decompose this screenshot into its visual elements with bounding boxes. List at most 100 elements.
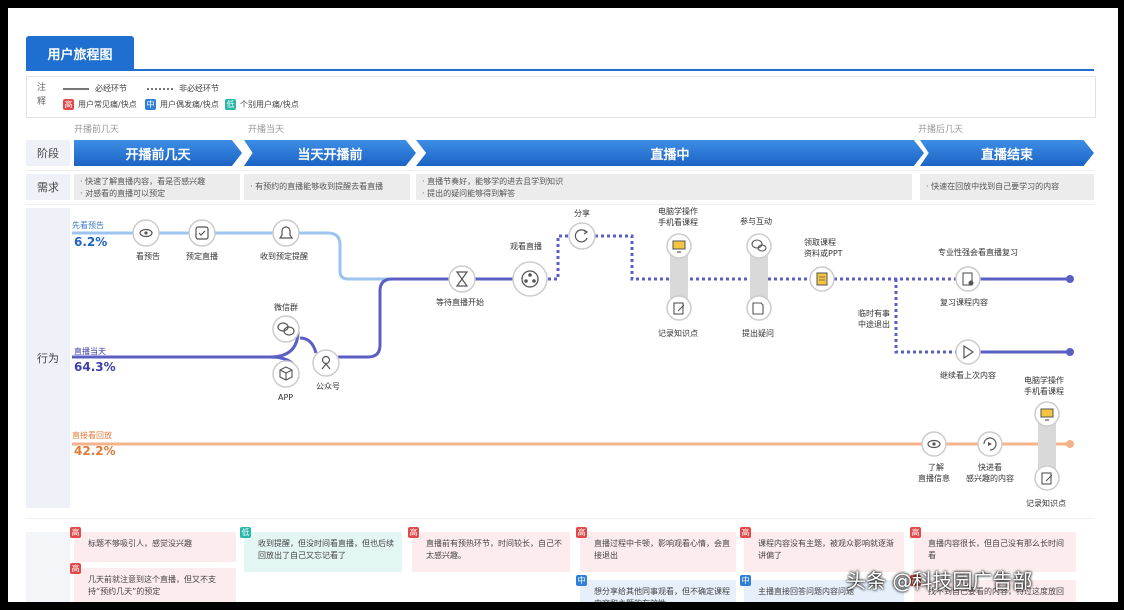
stage-after: 直播结束 xyxy=(920,140,1094,166)
pain-text: 几天前就注意到这个直播，但又不支持“预约几天”的预定 xyxy=(88,575,216,596)
note-edit-icon[interactable] xyxy=(1034,465,1060,491)
legend-badge-mid-label: 用户偶发痛/快点 xyxy=(160,100,219,109)
row-label-stage: 阶段 xyxy=(26,140,70,166)
pain-text: 找不到自己要看的内容，特过这度放回 xyxy=(928,587,1064,596)
row-divider xyxy=(26,518,1094,519)
app-cube-icon[interactable] xyxy=(272,360,300,388)
wechat-icon[interactable] xyxy=(272,315,300,343)
need-text: · 快速在回放中找到自己要学习的内容 xyxy=(926,182,1060,191)
pain-point-card: 低收到提醒，但没时间看直播，但也后续回放出了自己又忘记看了 xyxy=(240,527,402,572)
line-label-liveday: 直播当天 xyxy=(74,346,106,356)
legend: 注释 必经环节 非必经环节 高用户常见痛/快点 中用户偶发痛/快点 低个别用户痛… xyxy=(26,76,1096,118)
timeline-label-day: 开播当天 xyxy=(248,125,285,135)
question-book-icon[interactable] xyxy=(746,295,772,321)
legend-dotted: 非必经环节 xyxy=(147,83,219,94)
share-icon[interactable] xyxy=(568,222,596,250)
line-label-replay: 直接看回放 xyxy=(72,430,112,440)
need-text: · 直播节奏好，能够学的进去且学到知识 xyxy=(422,177,564,186)
node-label: 领取课程 xyxy=(804,237,836,247)
node-label: 手机看课程 xyxy=(1024,386,1064,396)
live-dotted-path xyxy=(530,234,1070,281)
node-label: 中途退出 xyxy=(858,319,890,329)
high-badge-icon: 高 xyxy=(70,527,81,538)
journey-map-canvas: 用户旅程图 注释 必经环节 非必经环节 高用户常见痛/快点 中用户偶发痛/快点 … xyxy=(8,8,1118,602)
row-label-pain xyxy=(26,532,70,602)
node-label: 感兴趣的内容 xyxy=(966,473,1014,483)
high-badge-icon: 高 xyxy=(576,527,587,538)
node-label: 看预告 xyxy=(136,251,160,261)
node-label: 专业性强会看直播复习 xyxy=(938,247,1018,257)
solid-line-swatch xyxy=(63,87,89,90)
timeline-label-after: 开播后几天 xyxy=(918,125,964,135)
node-label: 收到预定提醒 xyxy=(260,251,308,261)
eye-icon[interactable] xyxy=(132,219,160,247)
node-label: 公众号 xyxy=(316,382,340,391)
tab-user-journey[interactable]: 用户旅程图 xyxy=(26,36,134,70)
fast-forward-icon[interactable] xyxy=(977,431,1003,457)
node-label: 参与互动 xyxy=(740,216,772,226)
pain-text: 课程内容没有主题，被观众影响就逐渐讲偏了 xyxy=(758,539,894,560)
need-text: · 对感看的直播可以预定 xyxy=(80,189,166,198)
stage-live: 直播中 xyxy=(416,140,924,166)
node-label: 提出疑问 xyxy=(742,328,774,338)
node-label: 了解 xyxy=(928,462,944,472)
legend-dotted-label: 非必经环节 xyxy=(179,84,219,93)
need-day: · 有预约的直播能够收到提醒去看直播 xyxy=(244,174,410,200)
official-account-icon[interactable] xyxy=(312,349,340,377)
node-label: 电脑学操作 xyxy=(658,206,698,216)
legend-badge-low: 低个别用户痛/快点 xyxy=(225,99,299,110)
line-pct-preview: 6.2% xyxy=(74,235,107,249)
node-label: 资料或PPT xyxy=(804,248,843,258)
high-badge-icon: 高 xyxy=(408,527,419,538)
high-badge-icon: 高 xyxy=(740,527,751,538)
eye-icon[interactable] xyxy=(921,431,947,457)
monitor-icon[interactable] xyxy=(666,233,692,259)
line-label-preview: 先看预告 xyxy=(72,220,104,230)
low-badge-icon: 低 xyxy=(225,99,236,110)
pain-point-card: 高课程内容没有主题，被观众影响就逐渐讲偏了 xyxy=(740,527,904,572)
pain-text: 收到提醒，但没时间看直播，但也后续回放出了自己又忘记看了 xyxy=(258,539,394,560)
pain-point-card: 高直播前有预热环节，时间较长，自己不太感兴趣。 xyxy=(408,527,570,572)
node-label: 临时有事 xyxy=(858,308,890,318)
need-text: · 提出的疑问能够得到解答 xyxy=(422,189,516,198)
node-label: 继续看上次内容 xyxy=(940,370,996,380)
chat-icon[interactable] xyxy=(746,233,772,259)
dotted-line-swatch xyxy=(147,87,173,90)
node-label: 手机看课程 xyxy=(658,217,698,227)
bell-icon[interactable] xyxy=(272,219,300,247)
node-label: 分享 xyxy=(574,208,590,218)
calendar-check-icon[interactable] xyxy=(188,219,216,247)
monitor-icon[interactable] xyxy=(1034,401,1060,427)
need-before: · 快速了解直播内容，看是否感兴趣· 对感看的直播可以预定 xyxy=(74,174,240,200)
pain-point-card: 高标题不够吸引人，感觉没兴趣 xyxy=(70,527,236,562)
review-doc-icon[interactable] xyxy=(955,266,981,292)
play-icon[interactable] xyxy=(955,339,981,365)
line-pct-liveday: 64.3% xyxy=(74,360,116,374)
exit-dotted-path xyxy=(894,279,958,354)
high-badge-icon: 高 xyxy=(63,99,74,110)
line-pct-replay: 42.2% xyxy=(74,444,116,458)
node-label: 记录知识点 xyxy=(1026,498,1066,508)
node-label: 记录知识点 xyxy=(658,328,698,338)
legend-badge-high-label: 用户常见痛/快点 xyxy=(78,100,137,109)
tab-underline xyxy=(26,69,1094,71)
need-after: · 快速在回放中找到自己要学习的内容 xyxy=(920,174,1094,200)
document-icon[interactable] xyxy=(809,266,835,292)
need-live: · 直播节奏好，能够学的进去且学到知识 · 提出的疑问能够得到解答 xyxy=(416,174,912,200)
behavior-flow-diagram: 先看预告 6.2% 直播当天 64.3% 直接看回放 42.2% 看预告 预定直… xyxy=(72,206,1074,508)
note-edit-icon[interactable] xyxy=(666,295,692,321)
pain-text: 直播过程中卡顿，影响观看心情，会直接退出 xyxy=(594,539,730,560)
mid-badge-icon: 中 xyxy=(576,575,587,586)
need-text: · 有预约的直播能够收到提醒去看直播 xyxy=(250,182,384,191)
pain-point-card: 高直播过程中卡顿，影响观看心情，会直接退出 xyxy=(576,527,736,572)
node-label: 复习课程内容 xyxy=(940,297,988,307)
stage-before: 开播前几天 xyxy=(74,140,242,166)
hourglass-icon[interactable] xyxy=(448,265,476,293)
legend-badge-mid: 中用户偶发痛/快点 xyxy=(145,99,219,110)
pain-point-card: 高几天前就注意到这个直播，但又不支持“预约几天”的预定 xyxy=(70,563,236,602)
film-reel-icon[interactable] xyxy=(512,261,548,297)
pain-text: 直播前有预热环节，时间较长，自己不太感兴趣。 xyxy=(426,539,562,560)
high-badge-icon: 高 xyxy=(910,575,921,586)
mid-badge-icon: 中 xyxy=(145,99,156,110)
